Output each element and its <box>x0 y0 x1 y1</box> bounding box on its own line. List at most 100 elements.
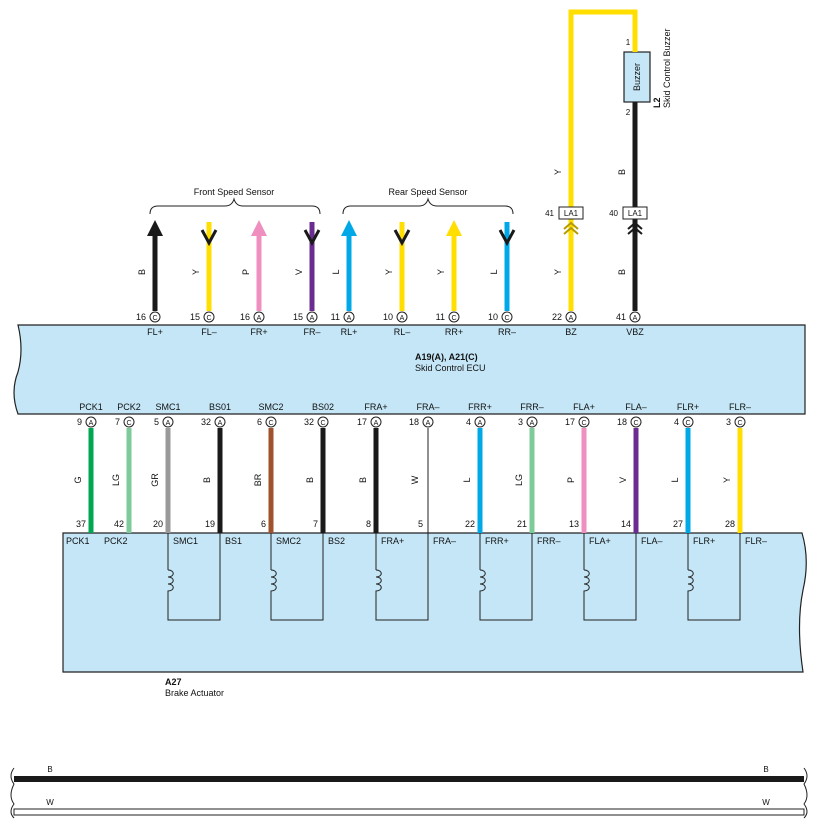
sensor-pin-number-0: 16 <box>136 312 146 322</box>
sensor-pin-conn-2 <box>253 311 265 323</box>
solenoid-coil-1 <box>270 569 277 592</box>
actuator-terminal-11: FLA– <box>641 536 663 546</box>
actuator-pin-number-12: 27 <box>673 519 683 529</box>
actuator-pin-number-6: 8 <box>366 519 371 529</box>
actuator-terminal-7: FRA– <box>433 536 456 546</box>
actuator-wire-color-9: LG <box>514 474 524 486</box>
solenoid-coil-5 <box>687 569 694 592</box>
actuator-pin-number-13: 28 <box>725 519 735 529</box>
sensor-pin-conn-1 <box>203 311 215 323</box>
sensor-pin-conn-1-letter: C <box>206 315 211 322</box>
actuator-pin-number-10: 13 <box>569 519 579 529</box>
sensor-arrow-down-1 <box>200 229 218 247</box>
ecu-pin-conn-4-letter: C <box>268 420 273 427</box>
legend-bracket-right <box>803 767 808 819</box>
actuator-wire-color-4: BR <box>253 473 263 486</box>
buzzer-pin-conn-1-letter: A <box>633 315 638 322</box>
buzzer-body <box>623 51 651 103</box>
legend-label-right-0: B <box>763 765 768 774</box>
ecu-terminal-4: SMC2 <box>258 402 283 412</box>
junction-chevron-a-1 <box>627 221 643 230</box>
ecu-terminal-8: FRR+ <box>468 402 492 412</box>
junction-label-0: LA1 <box>564 209 579 218</box>
actuator-wire-color-3: B <box>202 477 212 483</box>
solenoid-coil-3 <box>479 569 486 592</box>
solenoid-loop-3 <box>479 533 533 621</box>
front-sensor-group-label: Front Speed Sensor <box>194 187 275 197</box>
solenoid-loop-5 <box>687 533 741 621</box>
sensor-pin-number-5: 10 <box>383 312 393 322</box>
sensor-pin-conn-7 <box>501 311 513 323</box>
ecu-terminal-3: BS01 <box>209 402 231 412</box>
buzzer-wire-color-upper-0: Y <box>553 169 563 175</box>
sensor-pin-number-3: 15 <box>293 312 303 322</box>
actuator-wire-color-10: P <box>566 477 576 483</box>
sensor-terminal-3: FR– <box>303 327 320 337</box>
ecu-terminal-12: FLR+ <box>677 402 699 412</box>
sensor-wire-color-6: Y <box>436 269 446 275</box>
buzzer-wire-color-upper-1: B <box>617 169 627 175</box>
sensor-pin-conn-3-letter: A <box>310 315 315 322</box>
ecu-pin-conn-6-letter: A <box>374 420 379 427</box>
ecu-terminal-11: FLA– <box>625 402 647 412</box>
sensor-pin-number-1: 15 <box>190 312 200 322</box>
actuator-wire-color-13: Y <box>722 477 732 483</box>
actuator-pin-number-5: 7 <box>313 519 318 529</box>
buzzer-wire-loop <box>568 9 638 311</box>
solenoid-loop-0 <box>167 533 221 621</box>
legend-label-left-1: W <box>46 798 54 807</box>
ecu-pin-conn-3-letter: A <box>218 420 223 427</box>
sensor-wire-color-2: P <box>241 269 251 275</box>
ecu-pin-conn-9 <box>526 416 538 428</box>
ecu-pin-conn-2 <box>162 416 174 428</box>
actuator-pin-number-3: 19 <box>205 519 215 529</box>
ecu-pin-number-3: 32 <box>201 417 211 427</box>
ecu-pin-conn-13 <box>734 416 746 428</box>
actuator-terminal-4: SMC2 <box>276 536 301 546</box>
sensor-wire-color-1: Y <box>191 269 201 275</box>
junction-box-1 <box>622 206 648 220</box>
buzzer-pin-conn-0 <box>565 311 577 323</box>
ecu-pin-conn-2-letter: A <box>166 420 171 427</box>
sensor-terminal-6: RR+ <box>445 327 463 337</box>
junction-pin-1: 40 <box>609 209 618 218</box>
actuator-pin-number-1: 42 <box>114 519 124 529</box>
sensor-pin-conn-6-letter: C <box>451 315 456 322</box>
actuator-ref-label: A27 <box>165 677 182 687</box>
buzzer-terminal-0: BZ <box>565 327 577 337</box>
ecu-pin-conn-5-letter: C <box>320 420 325 427</box>
ecu-terminal-2: SMC1 <box>155 402 180 412</box>
ecu-name-label: Skid Control ECU <box>415 363 486 373</box>
ecu-pin-number-8: 4 <box>466 417 471 427</box>
sensor-pin-number-2: 16 <box>240 312 250 322</box>
sensor-wire-color-7: L <box>489 269 499 274</box>
sensor-arrow-down-5 <box>393 229 411 247</box>
solenoid-coil-4 <box>583 569 590 592</box>
ecu-terminal-7: FRA– <box>416 402 439 412</box>
buzzer-pin-conn-1 <box>629 311 641 323</box>
buzzer-wire-color-lower-1: B <box>617 269 627 275</box>
actuator-wire-color-7: W <box>410 475 420 484</box>
buzzer-pin-bottom: 2 <box>626 108 631 117</box>
sensor-pin-conn-6 <box>448 311 460 323</box>
sensor-wire-color-4: L <box>331 269 341 274</box>
sensor-wire-color-5: Y <box>384 269 394 275</box>
ecu-pin-number-11: 18 <box>617 417 627 427</box>
buzzer-ref-label: L2 <box>652 97 662 108</box>
buzzer-label: Buzzer <box>632 63 642 91</box>
ecu-pin-conn-10-letter: C <box>581 420 586 427</box>
sensor-pin-number-6: 11 <box>436 312 445 322</box>
solenoid-loop-1 <box>270 533 324 621</box>
ecu-pin-conn-7 <box>422 416 434 428</box>
junction-chevron-b-0 <box>563 226 579 235</box>
ecu-pin-number-7: 18 <box>409 417 419 427</box>
sensor-pin-conn-4-letter: A <box>347 315 352 322</box>
ecu-pin-conn-12 <box>682 416 694 428</box>
ecu-terminal-10: FLA+ <box>573 402 595 412</box>
front-sensor-brace <box>149 197 321 215</box>
ecu-pin-conn-0-letter: A <box>89 420 94 427</box>
actuator-pin-number-11: 14 <box>621 519 631 529</box>
actuator-terminal-9: FRR– <box>537 536 561 546</box>
sensor-wire-color-0: B <box>137 269 147 275</box>
actuator-terminal-2: SMC1 <box>173 536 198 546</box>
